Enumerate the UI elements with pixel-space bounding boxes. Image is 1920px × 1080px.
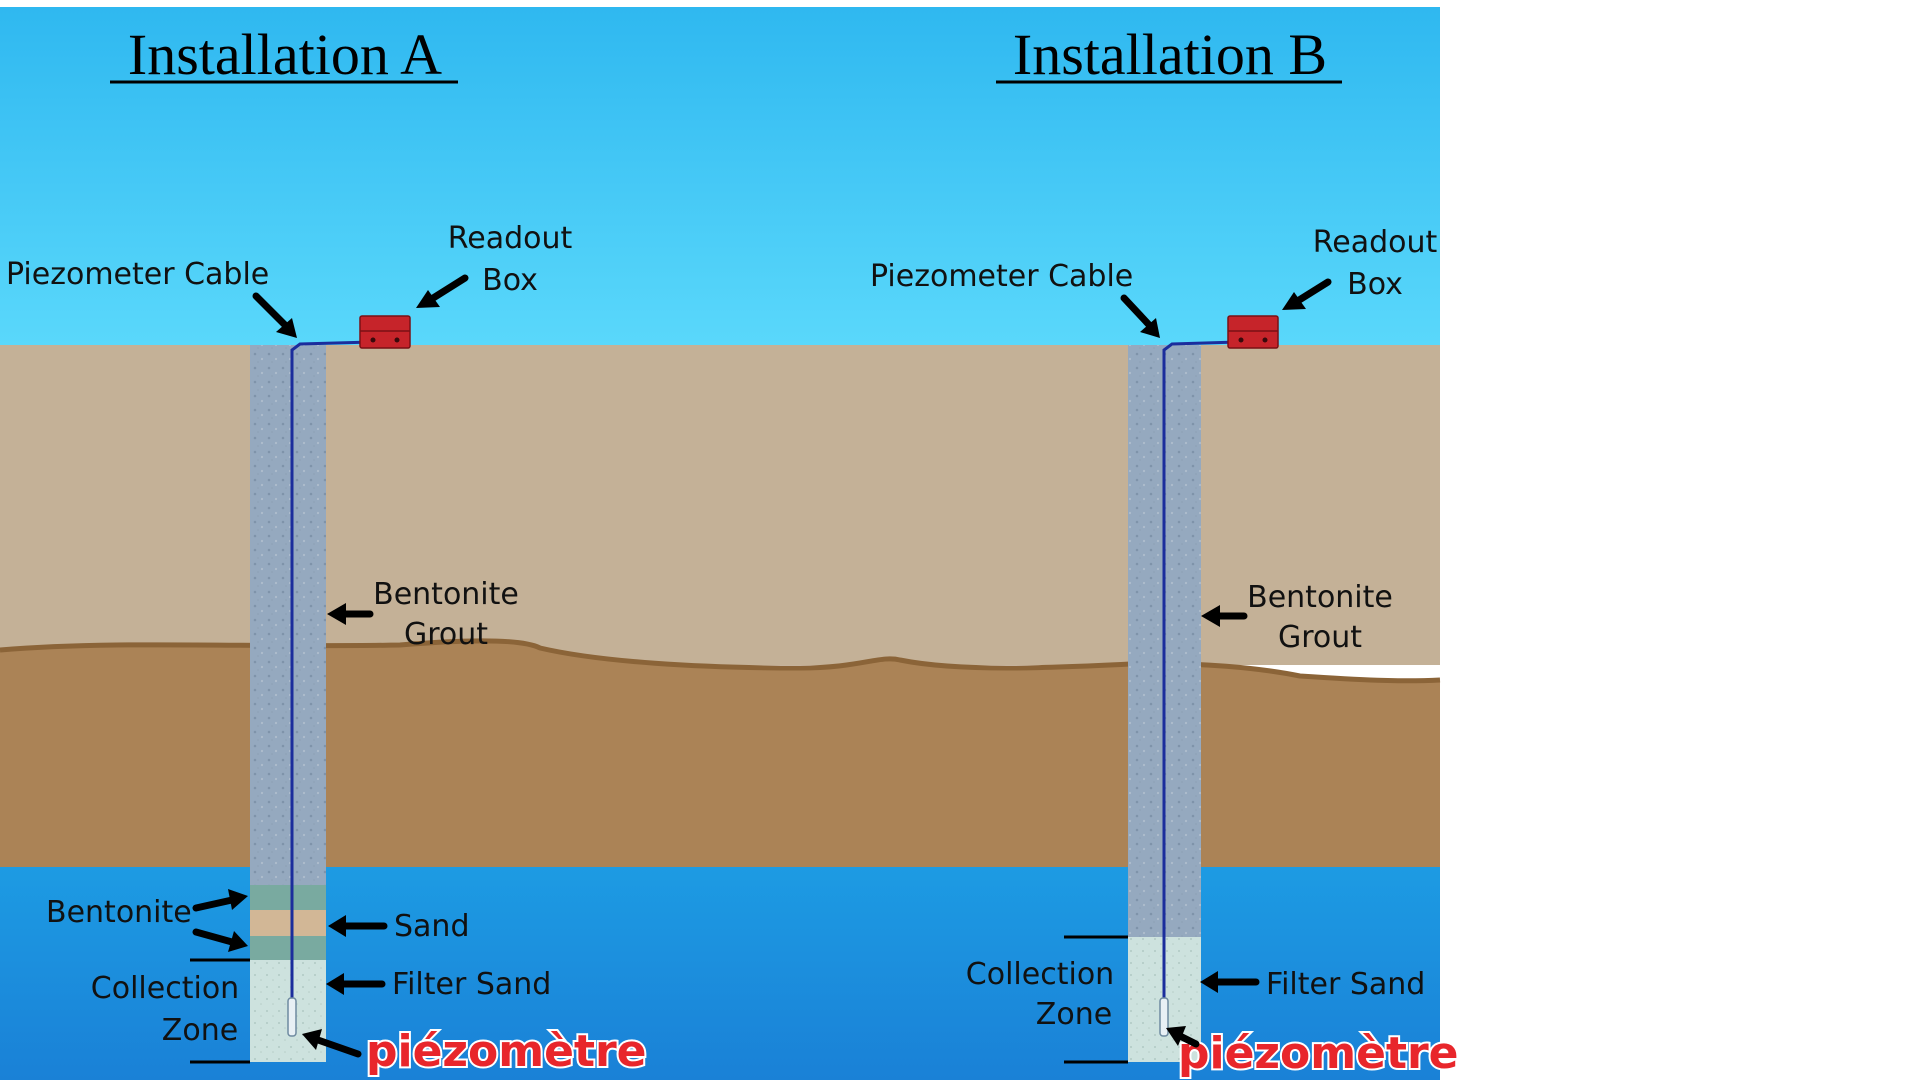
bentonite-label-a: Bentonite — [46, 895, 192, 930]
piezometer-cable-label-a: Piezometer Cable — [6, 257, 269, 292]
borehole-a-grout-texture — [250, 345, 326, 885]
filter-sand-label-b: Filter Sand — [1266, 967, 1425, 1002]
arrow-piezometer-cable-a — [252, 292, 294, 334]
filter-sand-label-a: Filter Sand — [392, 967, 551, 1002]
arrow-sand-a-head — [328, 915, 346, 937]
collection-zone-label-b-line1: Collection — [966, 957, 1114, 992]
arrow-piezometre-b-head — [1166, 1026, 1186, 1046]
piezometre-label-b: piézomètre — [1178, 1028, 1459, 1079]
arrow-bentonite-lower-a-head — [228, 931, 248, 952]
arrow-piezometer-cable-a-head — [276, 318, 297, 338]
arrow-bentonite-upper-a-head — [228, 889, 248, 910]
installation-b-title: Installation B — [1013, 22, 1327, 87]
sand-label-a: Sand — [394, 909, 469, 944]
borehole-a-sand-layer — [250, 910, 326, 936]
borehole-a-bentonite-seal-upper — [250, 885, 326, 910]
bentonite-grout-label-b-line1: Bentonite — [1247, 580, 1393, 615]
arrow-bentonite-upper-a — [192, 896, 236, 912]
arrow-readout-box-b — [1292, 278, 1332, 306]
collection-zone-label-a-line2: Zone — [162, 1013, 238, 1048]
arrow-filter-sand-a-head — [326, 973, 344, 995]
arrow-piezometre-a — [314, 1036, 362, 1058]
installation-a: Installation A Piezometer Cable Readout … — [6, 22, 649, 1079]
piezometer-cable-label-b: Piezometer Cable — [870, 259, 1133, 294]
bentonite-grout-label-a-line2: Grout — [404, 617, 488, 652]
piezometer-cable-a — [290, 340, 373, 1000]
piezometre-label-a: piézomètre — [366, 1026, 647, 1077]
arrows-b — [1120, 278, 1332, 1048]
readout-box-a — [359, 315, 411, 349]
arrow-bentonite-grout-b-head — [1201, 605, 1220, 627]
collection-zone-label-b-line2: Zone — [1036, 997, 1112, 1032]
arrow-bentonite-grout-a-head — [327, 603, 346, 625]
sky — [0, 7, 1440, 347]
arrow-piezometre-b — [1176, 1032, 1200, 1048]
arrow-readout-box-b-head — [1282, 292, 1306, 310]
arrow-piezometer-cable-b-head — [1140, 318, 1160, 338]
arrow-piezometer-cable-b — [1120, 294, 1156, 332]
piezometer-cable-b — [1162, 340, 1239, 1000]
piezometer-sensor-a — [287, 997, 297, 1037]
installation-b: Installation B Piezometer Cable Readout … — [870, 22, 1461, 1080]
readout-box-b — [1227, 315, 1279, 349]
bentonite-grout-label-b-line2: Grout — [1278, 620, 1362, 655]
readout-box-label-b-line1: Readout — [1313, 225, 1438, 260]
borehole-a-bentonite-seal-lower — [250, 936, 326, 960]
arrow-bentonite-lower-a — [192, 928, 236, 946]
arrow-piezometre-a-head — [302, 1029, 322, 1050]
readout-box-label-a-line1: Readout — [448, 221, 573, 256]
installation-a-title: Installation A — [128, 22, 442, 87]
arrow-readout-box-a-head — [416, 290, 440, 308]
bentonite-grout-label-a-line1: Bentonite — [373, 577, 519, 612]
arrow-readout-box-a — [426, 274, 469, 304]
arrows-a — [192, 274, 469, 1058]
soil-boundary — [0, 638, 1441, 684]
readout-box-label-a-line2: Box — [482, 263, 538, 298]
arrow-filter-sand-b-head — [1200, 971, 1218, 993]
lower-soil-layer — [0, 640, 1440, 870]
readout-box-label-b-line2: Box — [1347, 267, 1403, 302]
piezometer-sensor-b — [1159, 997, 1169, 1037]
collection-zone-label-a-line1: Collection — [91, 971, 239, 1006]
